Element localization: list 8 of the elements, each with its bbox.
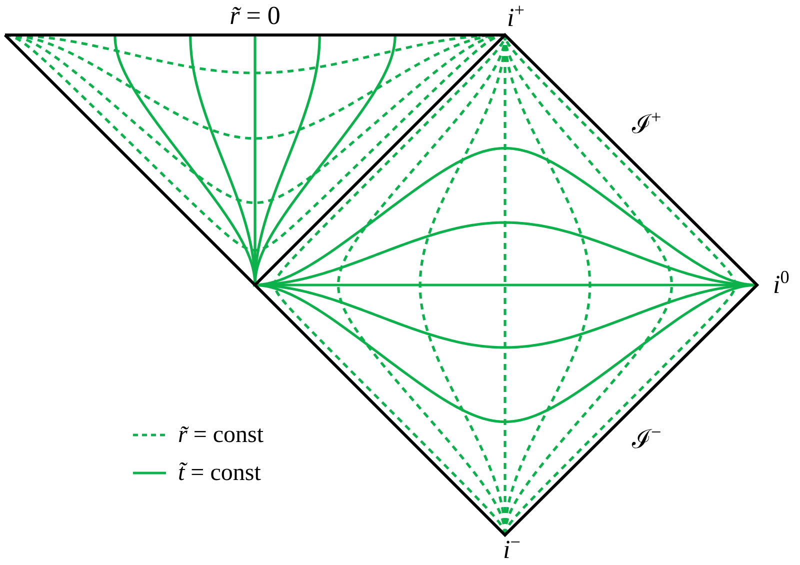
infinity-label: i$^{−}$ (503, 537, 520, 563)
infinity-label: ℐ$^{+}$ (632, 112, 662, 138)
boundary-label: r̃ = 0 (230, 3, 280, 29)
infinity-label: i$^{+}$ (507, 5, 524, 31)
infinity-label: i$^{0}$ (773, 272, 790, 298)
infinity-label: ℐ$^{−}$ (632, 427, 662, 453)
legend-label: t̃ = const (178, 461, 261, 485)
legend-label: r̃ = const (178, 423, 264, 447)
